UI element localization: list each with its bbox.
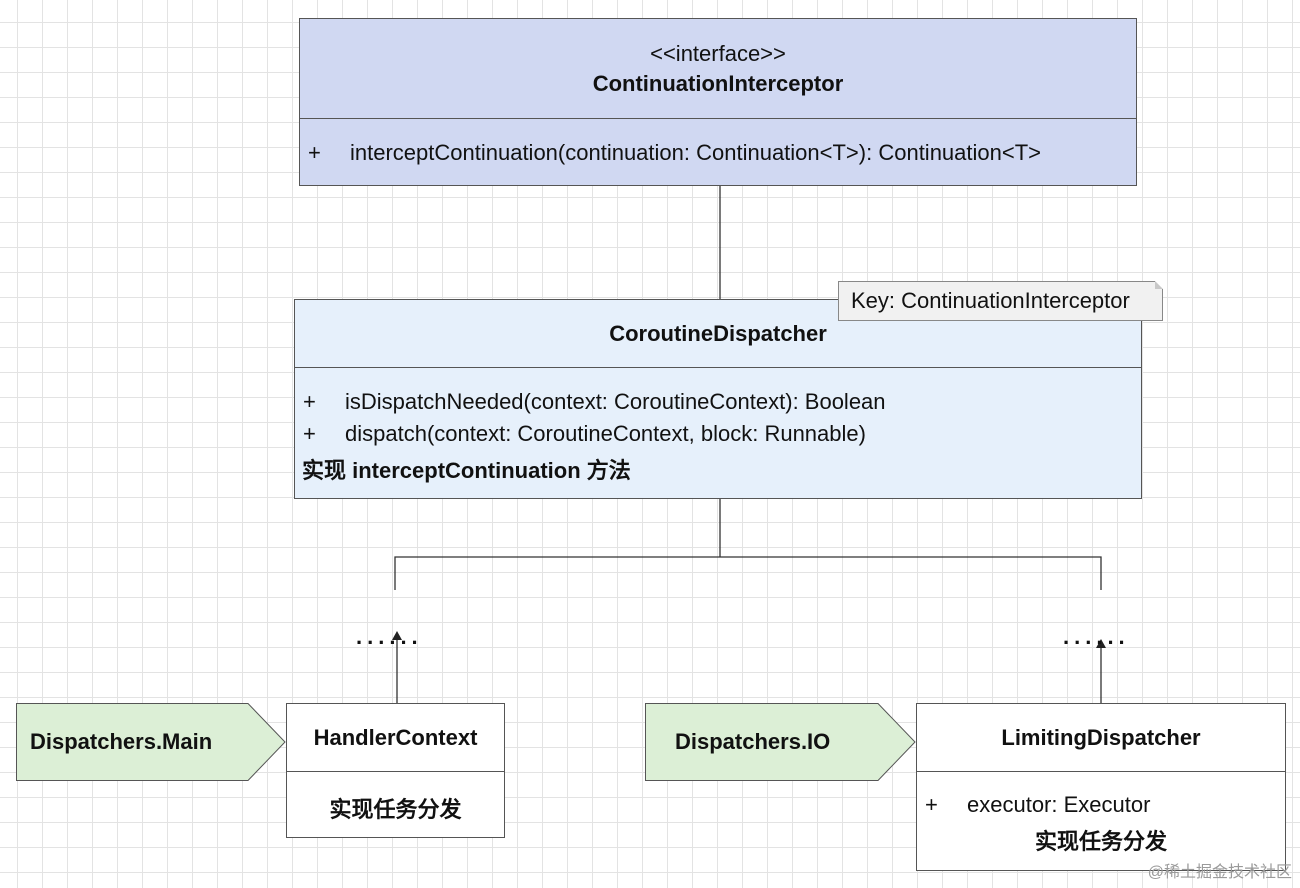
coroutine-dispatcher-class[interactable]: CoroutineDispatcher + isDispatchNeeded(co… (294, 299, 1142, 499)
dispatchers-main-tag: Dispatchers.Main (16, 703, 286, 781)
ellipsis-right: ...... (1063, 624, 1130, 649)
class-name: HandlerContext (313, 724, 478, 750)
branch-line (394, 556, 1102, 590)
tag-shape (16, 703, 286, 781)
stereotype-label: <<interface>> (650, 40, 786, 66)
tag-shape (645, 703, 916, 781)
method-signature: isDispatchNeeded(context: CoroutineConte… (345, 389, 886, 414)
class-name: LimitingDispatcher (1001, 724, 1201, 750)
class-member: + interceptContinuation(continuation: Con… (308, 140, 1041, 166)
tag-label: Dispatchers.IO (675, 729, 831, 754)
class-header: LimitingDispatcher (917, 704, 1285, 772)
visibility-marker: + (308, 140, 321, 165)
class-name: CoroutineDispatcher (609, 320, 827, 346)
visibility-marker: + (303, 421, 316, 446)
class-header: HandlerContext (287, 704, 504, 772)
method-signature: interceptContinuation(continuation: Cont… (350, 140, 1042, 165)
class-remark: 实现任务分发 (1034, 829, 1167, 854)
class-header: CoroutineDispatcher (295, 300, 1141, 368)
limiting-dispatcher-class[interactable]: LimitingDispatcher + executor: Executor 实… (916, 703, 1286, 871)
class-member: + dispatch(context: CoroutineContext, blo… (303, 421, 866, 447)
key-note: Key: ContinuationInterceptor (838, 281, 1163, 321)
visibility-marker: + (303, 389, 316, 414)
method-signature: dispatch(context: CoroutineContext, bloc… (345, 421, 866, 446)
dispatchers-io-tag: Dispatchers.IO (645, 703, 916, 781)
class-remark: 实现任务分发 (329, 797, 462, 822)
visibility-marker: + (925, 792, 938, 817)
ellipsis-left: ...... (356, 624, 423, 649)
class-remark: 实现 interceptContinuation 方法 (302, 458, 631, 483)
class-member: + isDispatchNeeded(context: CoroutineCont… (303, 389, 886, 415)
watermark: @稀土掘金技术社区 (1147, 864, 1292, 881)
tag-label: Dispatchers.Main (30, 729, 213, 754)
class-header: <<interface>> ContinuationInterceptor (300, 19, 1136, 119)
continuation-interceptor-class[interactable]: <<interface>> ContinuationInterceptor + i… (299, 18, 1137, 186)
field-signature: executor: Executor (967, 792, 1151, 817)
handler-context-class[interactable]: HandlerContext 实现任务分发 (286, 703, 505, 838)
class-name: ContinuationInterceptor (592, 70, 844, 96)
class-member: + executor: Executor (925, 792, 1150, 818)
note-text: Key: ContinuationInterceptor (851, 288, 1130, 313)
note-fold-corner (1155, 281, 1163, 289)
